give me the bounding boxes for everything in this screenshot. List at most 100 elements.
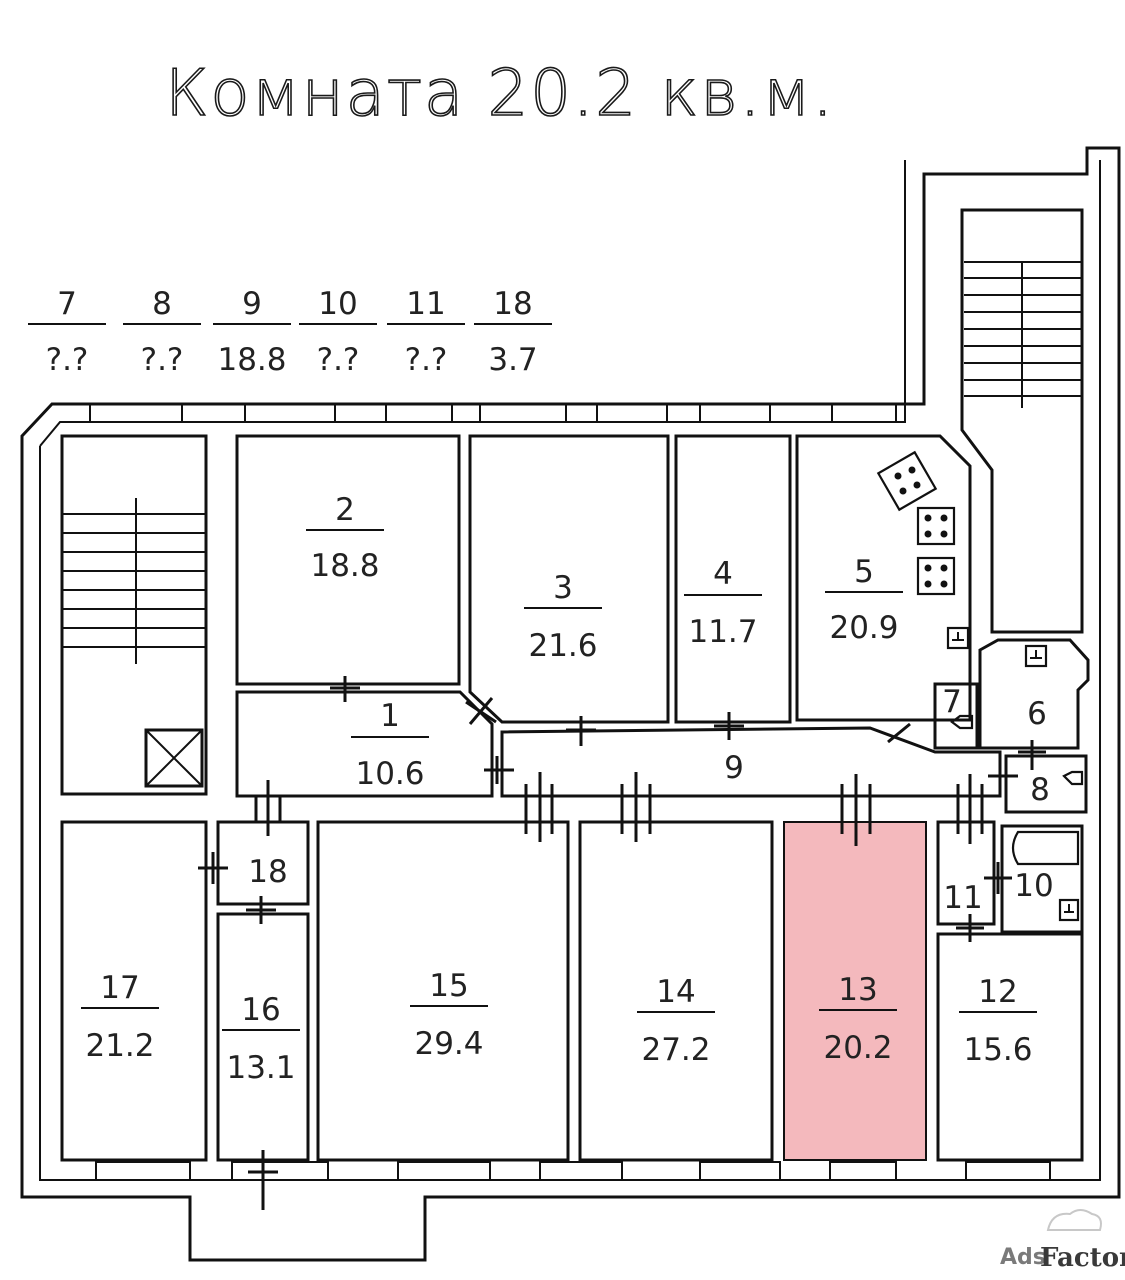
window [89,403,183,423]
room-label: 17 21.2 [81,970,159,1064]
right-staircase [960,208,1084,634]
legend-area: ?.? [405,342,448,378]
room-number: 1 [380,698,400,734]
legend-number: 11 [406,286,445,322]
room-number: 6 [1027,696,1047,732]
room-17 [60,820,208,1162]
legend-area: 3.7 [488,342,537,378]
legend-number: 9 [242,286,262,322]
legend-number: 18 [493,286,532,322]
left-staircase [60,434,208,796]
elevator-shaft [144,728,204,788]
room-5 [795,434,972,722]
window [965,1161,1051,1181]
room-label: 15 29.4 [410,968,488,1062]
room-label: 5 20.9 [825,554,903,646]
room-label: 3 21.6 [524,570,602,664]
rooms-top [235,434,1090,814]
room-label: 2 18.8 [306,492,384,584]
room-9 [500,726,1002,798]
legend-item: 9 18.8 [213,286,291,378]
room-area: 13.1 [226,1050,295,1086]
rooms-bottom [60,820,1084,1162]
room-area: 18.8 [310,548,379,584]
watermark-text-ads: Ads [1000,1245,1046,1270]
room-12 [936,932,1084,1162]
legend-area: ?.? [141,342,184,378]
room-number: 16 [241,992,280,1028]
legend-area: ?.? [46,342,89,378]
room-3 [468,434,670,724]
room-number: 3 [553,570,573,606]
window [231,1161,329,1181]
room-label: 4 11.7 [684,556,762,650]
legend-item: 11 ?.? [387,286,465,378]
legend-number: 7 [57,286,77,322]
room-number: 2 [335,492,355,528]
room-number: 12 [978,974,1017,1010]
room-labels: 2 18.8 3 21.6 4 11.7 5 20.9 1 10.6 6 7 8… [81,492,1054,1086]
room-area: 27.2 [641,1032,710,1068]
legend-area: ?.? [317,342,360,378]
cloud-icon [1046,1209,1102,1231]
room-6 [978,638,1090,750]
bathtub-icon [1011,830,1080,866]
door-marks [198,676,1046,1210]
watermark-logo: Ads Factory [1000,1209,1125,1273]
room-13-highlight [783,821,927,1161]
room-area: 15.6 [963,1032,1032,1068]
room-number: 5 [854,554,874,590]
room-8 [1004,754,1088,814]
room-area: 10.6 [355,756,424,792]
room-18 [216,820,310,906]
legend-number: 10 [318,286,357,322]
room-label: 14 27.2 [637,974,715,1068]
room-area: 11.7 [688,614,757,650]
legend: 7 ?.? 8 ?.? 9 18.8 10 ?.? 11 ?.? 18 3.7 [28,286,552,378]
room-area: 20.9 [829,610,898,646]
window [397,1161,491,1181]
room-label: 12 15.6 [959,974,1037,1068]
toilet-icon [950,714,1084,786]
window [829,1161,897,1181]
room-16 [216,912,310,1162]
room-11 [936,820,996,926]
outer-walls [20,146,1121,1262]
room-label: 1 10.6 [351,698,429,792]
legend-number: 8 [152,286,172,322]
window [699,403,771,423]
room-number: 11 [943,880,982,916]
room-area: 29.4 [414,1026,483,1062]
room-number: 14 [656,974,695,1010]
stove-icon [876,450,956,596]
room-15 [316,820,570,1162]
room-number: 15 [429,968,468,1004]
room-number: 8 [1030,772,1050,808]
room-14 [578,820,774,1162]
legend-item: 18 3.7 [474,286,552,378]
legend-area: 18.8 [217,342,286,378]
room-number: 17 [100,970,139,1006]
legend-item: 10 ?.? [299,286,377,378]
window [479,403,567,423]
window [95,1161,191,1181]
room-number: 10 [1014,868,1053,904]
legend-item: 8 ?.? [123,286,201,378]
window [539,1161,623,1181]
sink-icon [946,626,1080,922]
watermark-text-factory: Factory [1040,1243,1125,1273]
room-number: 9 [724,750,744,786]
window [699,1161,781,1181]
room-2 [235,434,461,686]
room-1 [235,690,494,798]
room-label: 16 13.1 [222,992,300,1086]
window [596,403,668,423]
room-area: 21.6 [528,628,597,664]
window [244,403,336,423]
room-area: 20.2 [823,1030,892,1066]
room-label: 13 20.2 [819,972,897,1066]
room-4 [674,434,792,724]
room-number: 18 [248,854,287,890]
room-number: 7 [942,684,962,720]
plan-title: Комната 20.2 кв.м. [165,57,835,131]
